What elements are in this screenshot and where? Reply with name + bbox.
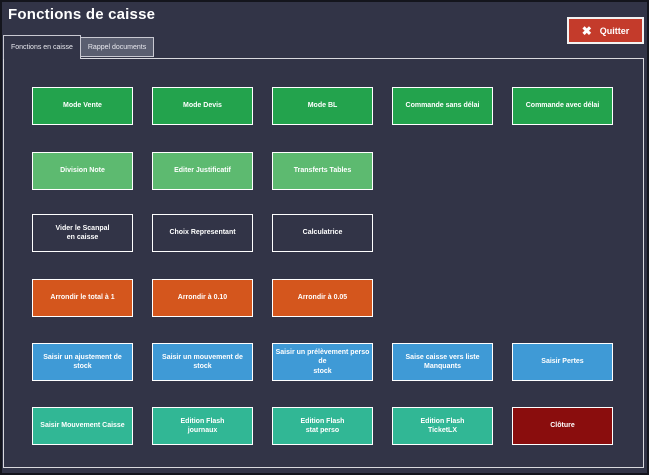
button-saisir-mouvement-caisse[interactable]: Saisir Mouvement Caisse: [32, 407, 133, 445]
button-mode-bl[interactable]: Mode BL: [272, 87, 373, 125]
quit-button[interactable]: ✖ Quitter: [567, 17, 644, 44]
button-saise-caisse-vers-liste[interactable]: Saise caisse vers liste Manquants: [392, 343, 493, 381]
button-saisir-pertes[interactable]: Saisir Pertes: [512, 343, 613, 381]
button-edition-flash[interactable]: Edition Flash TicketLX: [392, 407, 493, 445]
button-mode-vente[interactable]: Mode Vente: [32, 87, 133, 125]
button-row-6: Saisir Mouvement Caisse Edition Flash jou…: [32, 407, 613, 445]
quit-button-label: Quitter: [599, 25, 630, 36]
button-mode-devis[interactable]: Mode Devis: [152, 87, 253, 125]
button-commande-sans-delai[interactable]: Commande sans délai: [392, 87, 493, 125]
button-arrondir-le-total-a-1[interactable]: Arrondir le total à 1: [32, 279, 133, 317]
button-cloture[interactable]: Clôture: [512, 407, 613, 445]
button-saisir-un-prelevement-perso-de[interactable]: Saisir un prélèvement perso de stock: [272, 343, 373, 381]
close-icon: ✖: [581, 23, 592, 38]
button-row-5: Saisir un ajustement de stock Saisir un m…: [32, 343, 613, 381]
button-row-1: Mode Vente Mode Devis Mode BL Commande sans…: [32, 87, 613, 125]
button-row-4: Arrondir le total à 1 Arrondir à 0.10 Arro…: [32, 279, 613, 317]
button-transferts-tables[interactable]: Transferts Tables: [272, 152, 373, 190]
button-saisir-un-mouvement-de-stock[interactable]: Saisir un mouvement de stock: [152, 343, 253, 381]
page-title: Fonctions de caisse: [8, 6, 156, 23]
button-editer-justificatif[interactable]: Editer Justificatif: [152, 152, 253, 190]
tab-fonctions-en-caisse[interactable]: Fonctions en caisse: [3, 35, 81, 59]
button-choix-representant[interactable]: Choix Representant: [152, 214, 253, 252]
button-arrondir-a-0-05[interactable]: Arrondir à 0.05: [272, 279, 373, 317]
button-edition-flash[interactable]: Edition Flash stat perso: [272, 407, 373, 445]
button-commande-avec-delai[interactable]: Commande avec délai: [512, 87, 613, 125]
button-saisir-un-ajustement-de-stock[interactable]: Saisir un ajustement de stock: [32, 343, 133, 381]
tab-panel: Mode Vente Mode Devis Mode BL Commande sans…: [3, 58, 644, 468]
button-division-note[interactable]: Division Note: [32, 152, 133, 190]
button-row-3: Vider le Scanpal en caisse Choix Represen…: [32, 214, 613, 252]
button-arrondir-a-0-10[interactable]: Arrondir à 0.10: [152, 279, 253, 317]
tab-rappel-documents[interactable]: Rappel documents: [80, 37, 155, 57]
button-edition-flash[interactable]: Edition Flash journaux: [152, 407, 253, 445]
button-calculatrice[interactable]: Calculatrice: [272, 214, 373, 252]
button-vider-le-scanpal[interactable]: Vider le Scanpal en caisse: [32, 214, 133, 252]
button-row-2: Division Note Editer Justificatif Transfer…: [32, 152, 613, 190]
